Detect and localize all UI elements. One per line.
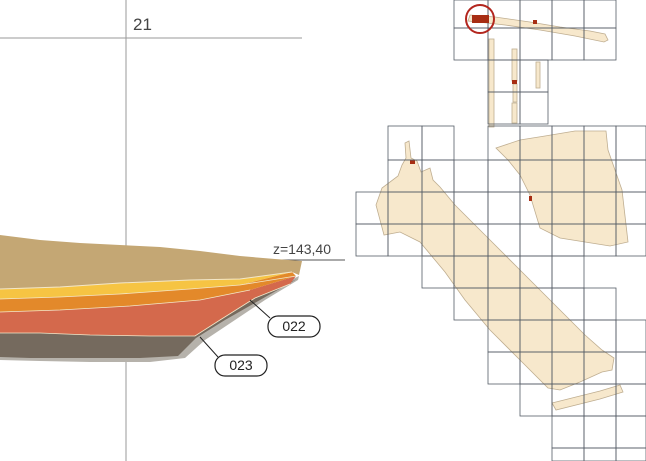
grid-cell xyxy=(615,351,646,385)
grid-cell xyxy=(615,125,646,161)
grid-cell xyxy=(421,125,455,161)
layer-label-022: 022 xyxy=(267,315,321,338)
layer-red xyxy=(0,276,296,336)
layer-label-023: 023 xyxy=(214,354,268,377)
location-marker-circle xyxy=(465,4,495,34)
grid-cell xyxy=(487,351,521,385)
grid-cell xyxy=(551,447,585,461)
grid-cell xyxy=(551,0,585,29)
trench-diagonal xyxy=(375,140,615,391)
feature-marker xyxy=(512,80,517,84)
trench-strip-e xyxy=(535,61,541,89)
layer-yellow xyxy=(0,272,292,299)
grid-cell xyxy=(519,91,549,125)
trench-strip-c xyxy=(512,83,518,103)
grid-cell xyxy=(583,287,617,321)
feature-marker xyxy=(533,20,537,24)
trench-bottom-strip xyxy=(551,384,624,411)
grid-cell xyxy=(453,0,489,29)
grid-cell xyxy=(583,0,617,29)
grid-cell xyxy=(551,255,585,289)
layer-separator xyxy=(0,275,297,300)
grid-cell xyxy=(615,319,646,353)
excavation-areas xyxy=(375,14,629,411)
layer-separator xyxy=(0,271,293,290)
label-leader-022 xyxy=(249,299,271,319)
grid-cell xyxy=(615,415,646,449)
grid-cell xyxy=(453,159,489,193)
grid-cell xyxy=(583,415,617,449)
layer-dark xyxy=(0,279,297,358)
grid-cell xyxy=(519,59,549,93)
grid-cell xyxy=(519,383,553,417)
feature-marker xyxy=(529,196,532,201)
layer-separator xyxy=(0,283,291,337)
grid-cell xyxy=(551,415,585,449)
feature-marker xyxy=(410,160,415,164)
plan-grid xyxy=(355,0,646,461)
section-profile: 21 z=143,40 022 023 xyxy=(0,0,345,461)
label-leader-023 xyxy=(199,336,219,358)
layer-label-023-text: 023 xyxy=(229,357,253,373)
trench-upper-right xyxy=(495,130,629,247)
grid-cell xyxy=(583,447,617,461)
grid-cell xyxy=(615,447,646,461)
elevation-label: z=143,40 xyxy=(273,241,331,257)
grid-cell xyxy=(487,191,521,225)
grid-cell xyxy=(519,27,553,61)
location-marker xyxy=(465,4,495,34)
layer-label-022-text: 022 xyxy=(282,318,306,334)
location-marker-section xyxy=(472,15,489,23)
layer-topsoil xyxy=(0,235,302,289)
grid-label: 21 xyxy=(133,15,152,34)
layer-separator xyxy=(0,289,251,313)
trench-strip-d xyxy=(511,102,518,124)
site-plan xyxy=(355,0,646,461)
trench-strip-b xyxy=(511,48,518,82)
trench-strip-a xyxy=(488,38,495,128)
grid-cell xyxy=(615,223,646,257)
grid-cell xyxy=(583,27,617,61)
